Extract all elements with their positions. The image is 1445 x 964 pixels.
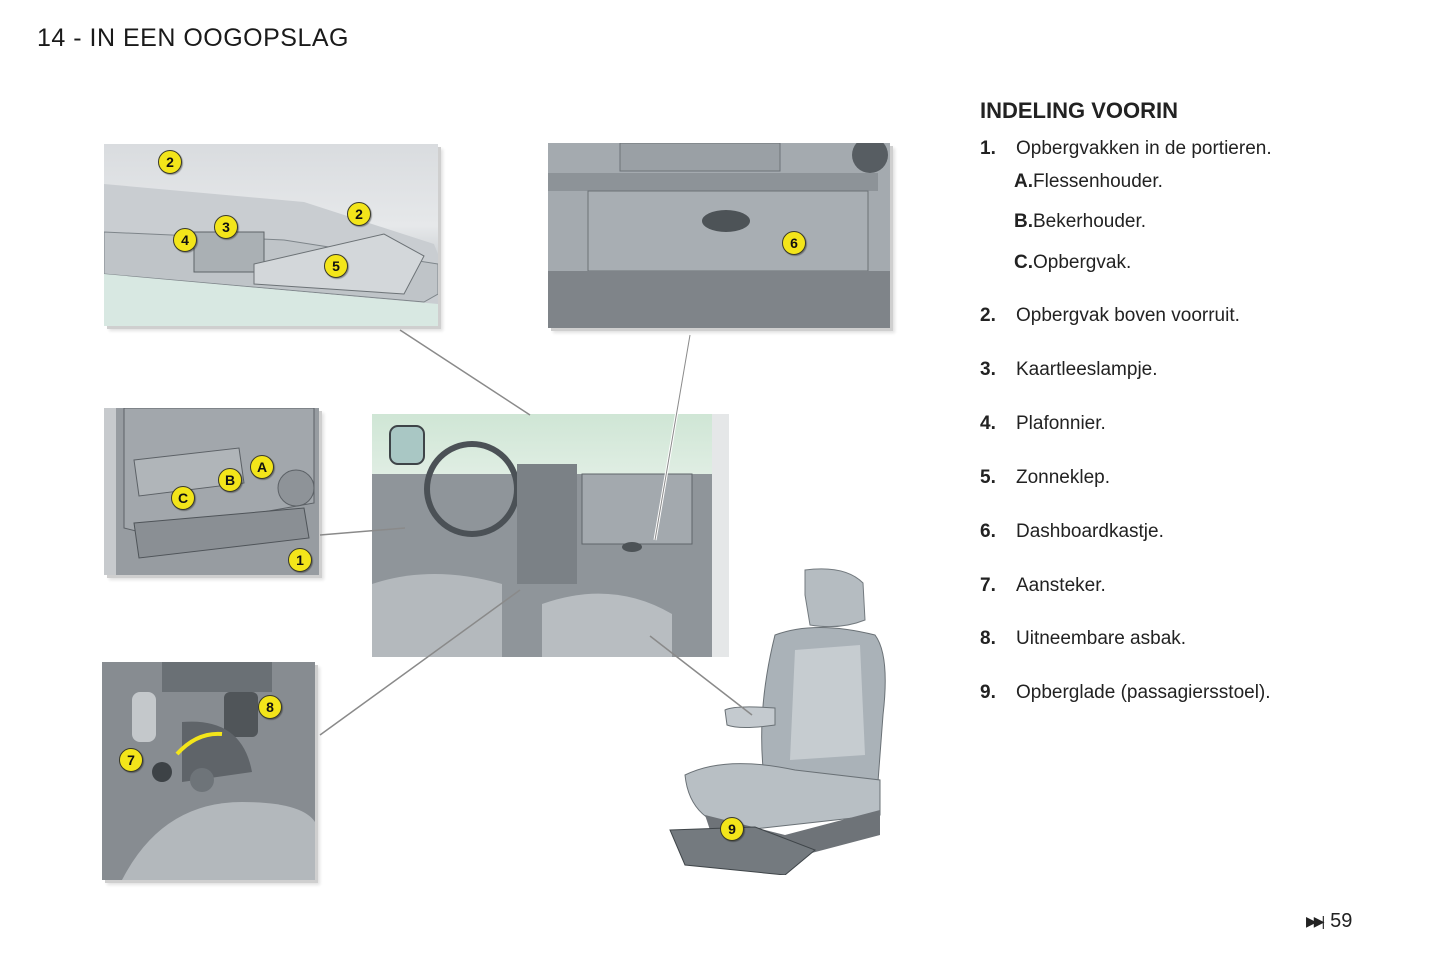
legend-label: Zonneklep. (1016, 467, 1111, 488)
legend-subitem-C: C.Opbergvak. (1014, 252, 1131, 274)
seat-drawing (669, 568, 886, 876)
legend-num: 9. (980, 682, 996, 703)
roof-console-illustration: 2 2 3 4 5 (104, 144, 438, 326)
marker-1: 1 (288, 548, 312, 572)
legend-item-1: 1. Opbergvakken in de portieren. (980, 138, 1272, 160)
legend-label: Opbergvak. (1033, 252, 1132, 273)
section-title: INDELING VOORIN (980, 98, 1179, 123)
door-pockets-illustration: A B C 1 (104, 408, 319, 575)
marker-A: A (250, 455, 274, 479)
marker-B: B (218, 468, 242, 492)
marker-8: 8 (258, 695, 282, 719)
legend-letter: C. (1014, 252, 1033, 273)
marker-6: 6 (782, 231, 806, 255)
skip-forward-icon[interactable]: ▶▶| (1306, 913, 1325, 929)
legend-label: Opbergvak boven voorruit. (1016, 305, 1240, 326)
roof-drawing (104, 184, 438, 326)
legend-label: Opbergvakken in de portieren. (1016, 138, 1272, 159)
glovebox-drawing (548, 143, 890, 328)
page-number: 59 (1330, 910, 1353, 932)
marker-C: C (171, 486, 195, 510)
legend-label: Uitneembare asbak. (1016, 628, 1187, 649)
legend-num: 1. (980, 138, 996, 159)
legend-num: 2. (980, 305, 996, 326)
legend-num: 3. (980, 359, 996, 380)
legend-num: 7. (980, 575, 996, 596)
legend-item-5: 5. Zonneklep. (980, 467, 1110, 489)
legend-num: 5. (980, 467, 996, 488)
legend-label: Aansteker. (1016, 575, 1106, 596)
page-title: 14 - IN EEN OOGOPSLAG (37, 24, 349, 52)
legend-item-8: 8. Uitneembare asbak. (980, 628, 1186, 650)
legend-label: Kaartleeslampje. (1016, 359, 1158, 380)
legend-item-2: 2. Opbergvak boven voorruit. (980, 305, 1240, 327)
legend-label: Dashboardkastje. (1016, 521, 1164, 542)
marker-2: 2 (347, 202, 371, 226)
leader-roof (399, 329, 531, 416)
marker-9: 9 (720, 817, 744, 841)
legend-subitem-B: B.Bekerhouder. (1014, 211, 1146, 233)
console-drawing (102, 662, 315, 880)
legend-item-7: 7. Aansteker. (980, 575, 1106, 597)
page-footer: ▶▶| 59 (1306, 910, 1352, 933)
centre-console-illustration: 8 7 (102, 662, 315, 880)
legend-num: 8. (980, 628, 996, 649)
glovebox-illustration: 6 (548, 143, 890, 328)
legend-num: 4. (980, 413, 996, 434)
legend-num: 6. (980, 521, 996, 542)
legend-item-3: 3. Kaartleeslampje. (980, 359, 1158, 381)
marker-2: 2 (158, 150, 182, 174)
marker-3: 3 (214, 215, 238, 239)
legend-label: Bekerhouder. (1033, 211, 1147, 232)
legend-label: Flessenhouder. (1033, 171, 1163, 192)
legend-item-6: 6. Dashboardkastje. (980, 521, 1164, 543)
passenger-seat-illustration: 9 (665, 565, 895, 876)
legend-item-4: 4. Plafonnier. (980, 413, 1106, 435)
door-drawing (104, 408, 319, 575)
marker-4: 4 (173, 228, 197, 252)
legend-letter: B. (1014, 211, 1033, 232)
legend-subitem-A: A.Flessenhouder. (1014, 171, 1163, 193)
legend-letter: A. (1014, 171, 1033, 192)
legend-item-9: 9. Opberglade (passagiersstoel). (980, 682, 1271, 704)
marker-7: 7 (119, 748, 143, 772)
legend-label: Plafonnier. (1016, 413, 1106, 434)
legend-label: Opberglade (passagiersstoel). (1016, 682, 1271, 703)
marker-5: 5 (324, 254, 348, 278)
